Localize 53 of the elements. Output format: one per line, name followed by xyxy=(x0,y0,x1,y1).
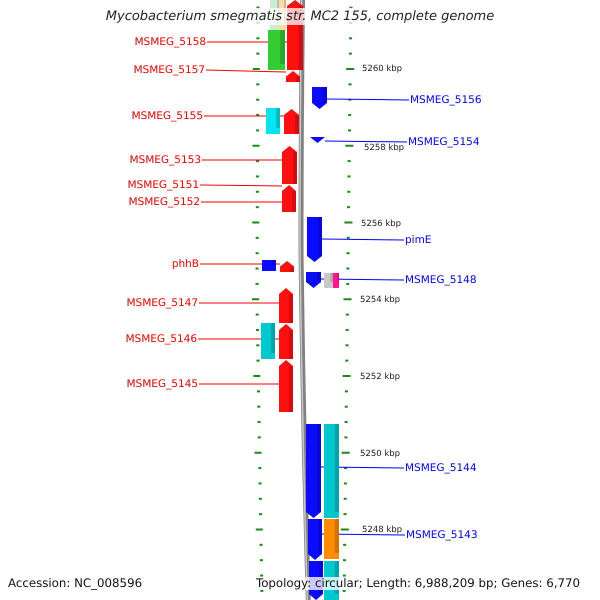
gene-block xyxy=(324,519,339,559)
scale-label: 5256 kbp xyxy=(361,220,402,228)
gene-label: MSMEG_5144 xyxy=(405,462,477,474)
genome-info-text: Topology: circular; Length: 6,988,209 bp; Genes: 6,770 xyxy=(256,577,580,590)
leader-line xyxy=(320,278,404,280)
gene-label: MSMEG_5148 xyxy=(405,274,477,286)
gene-label: phhB xyxy=(172,258,199,270)
gene-label: MSMEG_5156 xyxy=(410,94,482,106)
gene-block xyxy=(262,260,276,271)
gene-label: MSMEG_5154 xyxy=(408,136,480,148)
leader-line xyxy=(322,238,404,240)
gene-block xyxy=(284,109,299,134)
gene-block xyxy=(261,323,275,359)
gene-label: MSMEG_5147 xyxy=(126,298,198,308)
gene-label: MSMEG_5158 xyxy=(134,36,206,48)
scale-label: 5260 kbp xyxy=(362,64,402,74)
gene-block xyxy=(312,87,327,109)
gene-label: MSMEG_5155 xyxy=(131,110,203,122)
gene-label: MSMEG_5146 xyxy=(125,334,197,344)
gene-block xyxy=(324,424,339,518)
gene-block xyxy=(286,71,300,82)
gene-block xyxy=(279,324,293,359)
scale-label: 5250 kbp xyxy=(360,450,400,458)
gene-block xyxy=(280,261,294,272)
gene-block xyxy=(266,108,280,134)
scale-label: 5252 kbp xyxy=(360,372,400,382)
accession-text: Accession: NC_008596 xyxy=(8,577,142,590)
gene-block xyxy=(308,519,322,560)
leader-line xyxy=(324,140,408,142)
gene-block xyxy=(282,185,296,212)
gene-triangle xyxy=(310,137,325,143)
gene-label: MSMEG_5157 xyxy=(133,64,205,76)
gene-block xyxy=(279,360,293,412)
gene-label: MSMEG_5145 xyxy=(126,378,198,390)
scale-label: 5248 kbp xyxy=(362,526,402,534)
gene-block xyxy=(306,272,321,288)
gene-label: MSMEG_5152 xyxy=(128,196,200,208)
scale-label: 5258 kbp xyxy=(364,144,404,152)
leader-line xyxy=(198,302,280,304)
gene-label: MSMEG_5143 xyxy=(406,530,478,540)
leader-line xyxy=(326,98,410,100)
gene-block xyxy=(282,146,297,184)
scale-label: 5254 kbp xyxy=(360,296,400,304)
leader-line xyxy=(200,184,282,186)
gene-block xyxy=(268,30,285,70)
gene-block xyxy=(324,273,333,288)
leader-line xyxy=(206,70,286,72)
gene-label: MSMEG_5153 xyxy=(129,154,201,166)
gene-block xyxy=(333,273,339,288)
gene-label: pimE xyxy=(405,234,432,246)
gene-block xyxy=(307,217,322,262)
gene-label: MSMEG_5151 xyxy=(127,180,199,190)
gene-block xyxy=(279,288,293,323)
